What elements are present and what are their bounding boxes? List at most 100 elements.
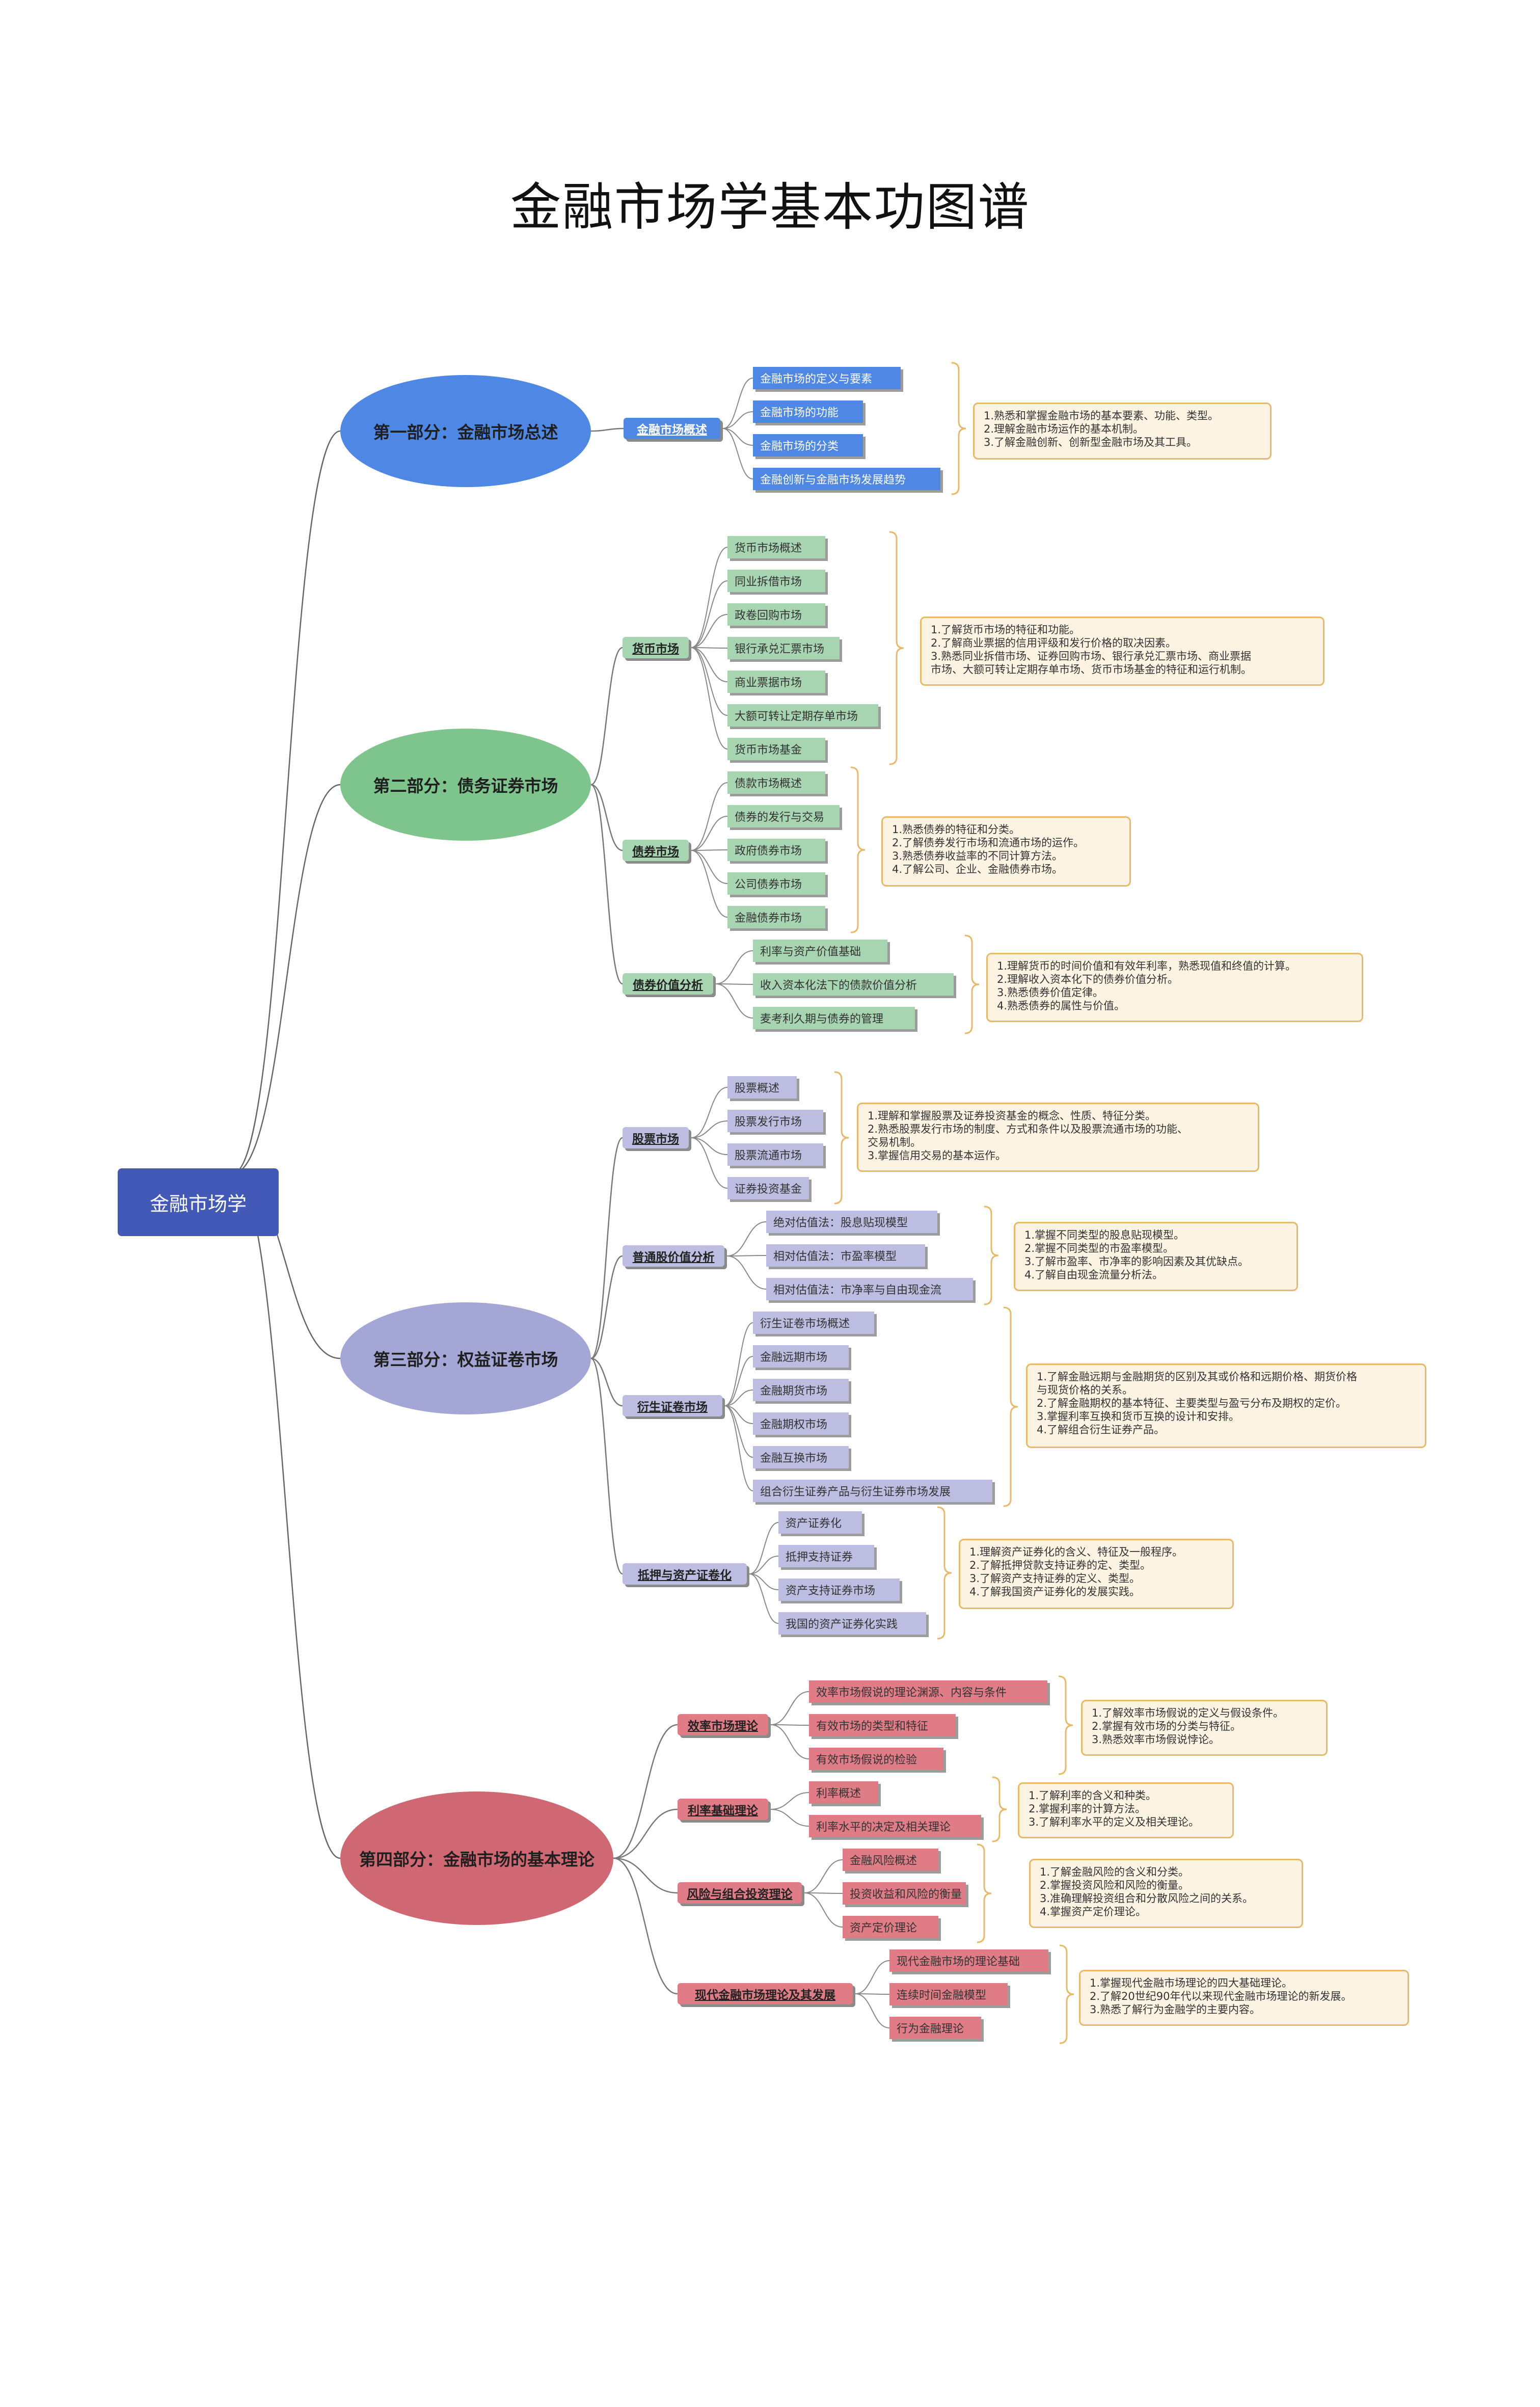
leaf-branch-line xyxy=(749,1573,779,1624)
leaf-node: 股票流通市场 xyxy=(727,1143,823,1166)
leaf-node: 相对估值法：市净率与自由现金流 xyxy=(766,1278,973,1300)
objectives-note: 1.掌握现代金融市场理论的四大基础理论。 2.了解20世纪90年代以来现代金融市… xyxy=(1079,1970,1409,2026)
leaf-branch-line xyxy=(855,1993,890,2028)
leaf-node: 麦考利久期与债券的管理 xyxy=(753,1007,915,1029)
objectives-note: 1.熟悉和掌握金融市场的基本要素、功能、类型。 2.理解金融市场运作的基本机制。… xyxy=(973,403,1272,460)
page-title: 金融市场学基本功图谱 xyxy=(510,177,1030,237)
leaf-branch-line xyxy=(715,983,753,1019)
sub-node-现代金融市场理论及其发展: 现代金融市场理论及其发展 xyxy=(678,1983,853,2004)
leaf-branch-line xyxy=(724,1405,753,1458)
leaf-branch-line xyxy=(726,1255,767,1256)
leaf-branch-line xyxy=(691,850,728,884)
group-brace xyxy=(951,362,966,495)
leaf-node: 债券的发行与交易 xyxy=(727,805,840,827)
sub-node-金融市场概述: 金融市场概述 xyxy=(624,418,720,439)
leaf-branch-line xyxy=(722,428,753,446)
part-branch-line xyxy=(613,1857,678,1894)
leaf-node: 绝对估值法：股息贴现模型 xyxy=(766,1211,937,1233)
group-brace xyxy=(937,1506,952,1640)
leaf-branch-line xyxy=(691,1137,728,1189)
leaf-branch-line xyxy=(691,850,728,918)
leaf-branch-line xyxy=(724,1356,753,1406)
leaf-branch-line xyxy=(724,1389,753,1406)
group-brace xyxy=(1058,1675,1073,1775)
part-branch-line xyxy=(613,1857,678,1995)
leaf-node: 股票发行市场 xyxy=(727,1110,823,1132)
sub-node-货币市场: 货币市场 xyxy=(623,637,689,658)
group-brace xyxy=(850,766,866,933)
leaf-branch-line xyxy=(691,614,728,648)
part-1-node: 第一部分：金融市场总述 xyxy=(340,375,591,487)
leaf-node: 组合衍生证券产品与衍生证券市场发展 xyxy=(753,1480,992,1502)
leaf-node: 投资收益和风险的衡量 xyxy=(843,1882,966,1905)
part-branch-line xyxy=(590,1137,623,1359)
objectives-note: 1.理解资产证券化的含义、特征及一般程序。 2.了解抵押贷款支持证券的定、类型。… xyxy=(959,1539,1234,1609)
leaf-branch-line xyxy=(722,411,753,429)
sub-node-债券市场: 债券市场 xyxy=(623,840,689,861)
part-branch-line xyxy=(590,1357,623,1407)
leaf-node: 效率市场假说的理论渊源、内容与条件 xyxy=(809,1680,1047,1703)
part-branch-line xyxy=(590,784,623,851)
leaf-branch-line xyxy=(724,1322,753,1406)
part-branch-line xyxy=(590,427,624,432)
leaf-branch-line xyxy=(691,1120,728,1138)
leaf-node: 现代金融市场的理论基础 xyxy=(889,1949,1048,1972)
leaf-branch-line xyxy=(715,950,753,984)
group-brace xyxy=(1003,1306,1018,1507)
leaf-branch-line xyxy=(770,1792,809,1810)
part-3-node: 第三部分：权益证卷市场 xyxy=(340,1302,591,1414)
leaf-node: 同业拆借市场 xyxy=(727,570,825,592)
leaf-node: 政卷回购市场 xyxy=(727,603,825,626)
leaf-branch-line xyxy=(804,1892,843,1928)
leaf-node: 衍生证卷市场概述 xyxy=(753,1312,874,1334)
group-brace xyxy=(984,1206,999,1305)
leaf-node: 行为金融理论 xyxy=(889,2017,981,2039)
part-branch-line xyxy=(590,1357,623,1575)
leaf-branch-line xyxy=(749,1573,779,1590)
objectives-note: 1.了解货币市场的特征和功能。 2.了解商业票据的信用评级和发行价格的取决因素。… xyxy=(920,617,1325,686)
leaf-branch-line xyxy=(726,1255,767,1290)
leaf-branch-line xyxy=(722,428,753,479)
sub-node-效率市场理论: 效率市场理论 xyxy=(678,1714,768,1735)
leaf-node: 银行承兑汇票市场 xyxy=(727,637,840,659)
leaf-branch-line xyxy=(691,1087,728,1138)
leaf-branch-line xyxy=(691,816,728,851)
leaf-branch-line xyxy=(770,1809,809,1827)
objectives-note: 1.了解利率的含义和种类。 2.掌握利率的计算方法。 3.了解利率水平的定义及相… xyxy=(1018,1782,1234,1838)
sub-node-债券价值分析: 债券价值分析 xyxy=(623,973,713,995)
group-brace xyxy=(964,934,980,1034)
leaf-node: 金融互换市场 xyxy=(753,1446,849,1468)
leaf-branch-line xyxy=(691,647,728,750)
group-brace xyxy=(1059,1944,1074,2044)
group-brace xyxy=(834,1071,849,1205)
leaf-node: 证券投资基金 xyxy=(727,1177,809,1199)
leaf-node: 金融期货市场 xyxy=(753,1379,849,1401)
leaf-node: 相对估值法：市盈率模型 xyxy=(766,1244,925,1267)
leaf-node: 利率与资产价值基础 xyxy=(753,940,887,962)
root-branch-line xyxy=(232,784,341,1174)
part-branch-line xyxy=(590,784,623,985)
root-branch-line xyxy=(232,1172,341,1859)
objectives-note: 1.了解金融风险的含义和分类。 2.掌握投资风险和风险的衡量。 3.准确理解投资… xyxy=(1029,1859,1303,1928)
leaf-node: 债款市场概述 xyxy=(727,771,825,794)
leaf-branch-line xyxy=(722,378,753,429)
leaf-branch-line xyxy=(726,1221,767,1256)
leaf-node: 大额可转让定期存单市场 xyxy=(727,704,878,727)
leaf-node: 连续时间金融模型 xyxy=(889,1983,1008,2005)
leaf-node: 资产支持证券市场 xyxy=(778,1579,900,1601)
sub-node-风险与组合投资理论: 风险与组合投资理论 xyxy=(678,1882,802,1904)
sub-node-股票市场: 股票市场 xyxy=(623,1127,689,1148)
objectives-note: 1.了解效率市场假说的定义与假设条件。 2.掌握有效市场的分类与特征。 3.熟悉… xyxy=(1081,1700,1328,1756)
objectives-note: 1.理解和掌握股票及证券投资基金的概念、性质、特征分类。 2.熟悉股票发行市场的… xyxy=(857,1103,1259,1172)
leaf-node: 有效市场假说的检验 xyxy=(809,1748,943,1770)
leaf-branch-line xyxy=(691,1137,728,1155)
group-brace xyxy=(992,1776,1007,1842)
leaf-branch-line xyxy=(804,1859,843,1893)
part-4-node: 第四部分：金融市场的基本理论 xyxy=(340,1791,613,1925)
leaf-node: 有效市场的类型和特征 xyxy=(809,1714,956,1736)
leaf-node: 商业票据市场 xyxy=(727,671,825,693)
leaf-branch-line xyxy=(691,782,728,851)
leaf-branch-line xyxy=(770,1724,809,1759)
leaf-node: 货币市场基金 xyxy=(727,738,825,760)
